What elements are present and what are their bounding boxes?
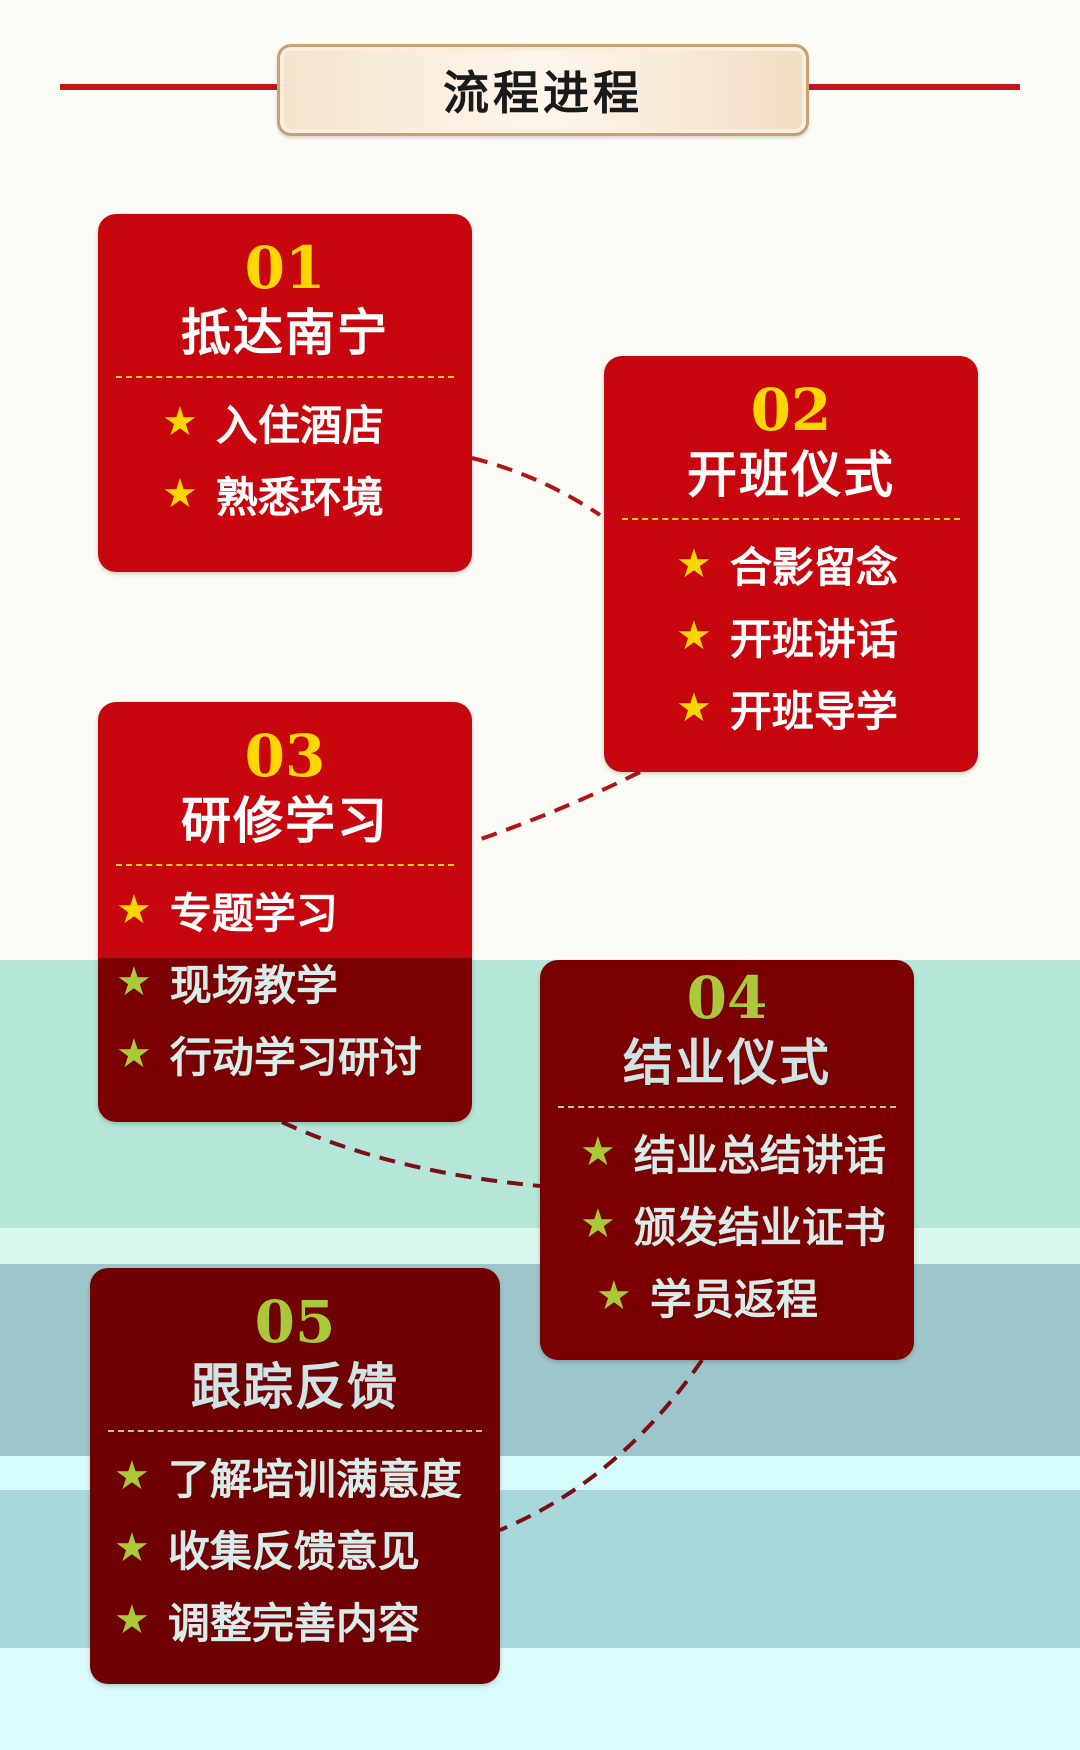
step-card-05: 05 跟踪反馈 ★了解培训满意度 ★收集反馈意见 ★调整完善内容 (90, 1268, 500, 1684)
step-title: 跟踪反馈 (191, 1357, 399, 1416)
dashed-divider (108, 1430, 482, 1432)
connector-01-02 (471, 456, 602, 517)
star-icon: ★ (596, 1273, 632, 1319)
star-icon: ★ (580, 1129, 616, 1175)
connector-03-04 (281, 1120, 541, 1188)
step-number: 05 (254, 1288, 336, 1356)
list-item: ★开班讲话 (676, 613, 898, 664)
list-item: ★学员返程 (596, 1273, 818, 1324)
star-icon: ★ (580, 1201, 616, 1247)
header-line-right (798, 84, 1020, 90)
list-item: ★颁发结业证书 (580, 1201, 886, 1252)
dashed-divider (116, 376, 454, 378)
star-icon: ★ (676, 685, 712, 731)
header-line-left (60, 84, 282, 90)
step-title: 开班仪式 (687, 445, 895, 504)
step-number: 02 (750, 376, 832, 444)
step-title: 结业仪式 (623, 1033, 831, 1092)
dashed-divider (558, 1106, 896, 1108)
star-icon: ★ (162, 471, 198, 517)
connector-02-03 (471, 770, 641, 844)
list-item: ★入住酒店 (162, 399, 384, 450)
star-icon: ★ (114, 1525, 150, 1571)
step-title: 抵达南宁 (181, 303, 389, 362)
list-item: ★现场教学 (116, 959, 338, 1010)
dashed-divider (622, 518, 960, 520)
star-icon: ★ (116, 959, 152, 1005)
step-card-02: 02 开班仪式 ★合影留念 ★开班讲话 ★开班导学 (604, 356, 978, 772)
step-number: 04 (686, 964, 768, 1032)
connector-04-05 (499, 1358, 704, 1532)
list-item: ★调整完善内容 (114, 1597, 420, 1648)
step-card-04: 04 结业仪式 ★结业总结讲话 ★颁发结业证书 ★学员返程 (540, 960, 914, 1360)
star-icon: ★ (114, 1597, 150, 1643)
list-item: ★收集反馈意见 (114, 1525, 420, 1576)
dashed-divider (116, 864, 454, 866)
list-item: ★合影留念 (676, 541, 898, 592)
step-number: 01 (244, 234, 326, 302)
star-icon: ★ (114, 1453, 150, 1499)
list-item: ★结业总结讲话 (580, 1129, 886, 1180)
title-plaque: 流程进程 (277, 44, 809, 136)
list-item: ★熟悉环境 (162, 471, 384, 522)
step-title: 研修学习 (181, 791, 389, 850)
step-card-01: 01 抵达南宁 ★入住酒店 ★熟悉环境 (98, 214, 472, 572)
step-number: 03 (244, 722, 326, 790)
step-card-03: 03 研修学习 ★专题学习 ★现场教学 ★行动学习研讨 (98, 702, 472, 1122)
list-item: ★行动学习研讨 (116, 1031, 422, 1082)
star-icon: ★ (676, 613, 712, 659)
star-icon: ★ (162, 399, 198, 445)
star-icon: ★ (676, 541, 712, 587)
list-item: ★专题学习 (116, 887, 338, 938)
star-icon: ★ (116, 1031, 152, 1077)
page-title: 流程进程 (443, 66, 643, 120)
list-item: ★了解培训满意度 (114, 1453, 462, 1504)
list-item: ★开班导学 (676, 685, 898, 736)
star-icon: ★ (116, 887, 152, 933)
